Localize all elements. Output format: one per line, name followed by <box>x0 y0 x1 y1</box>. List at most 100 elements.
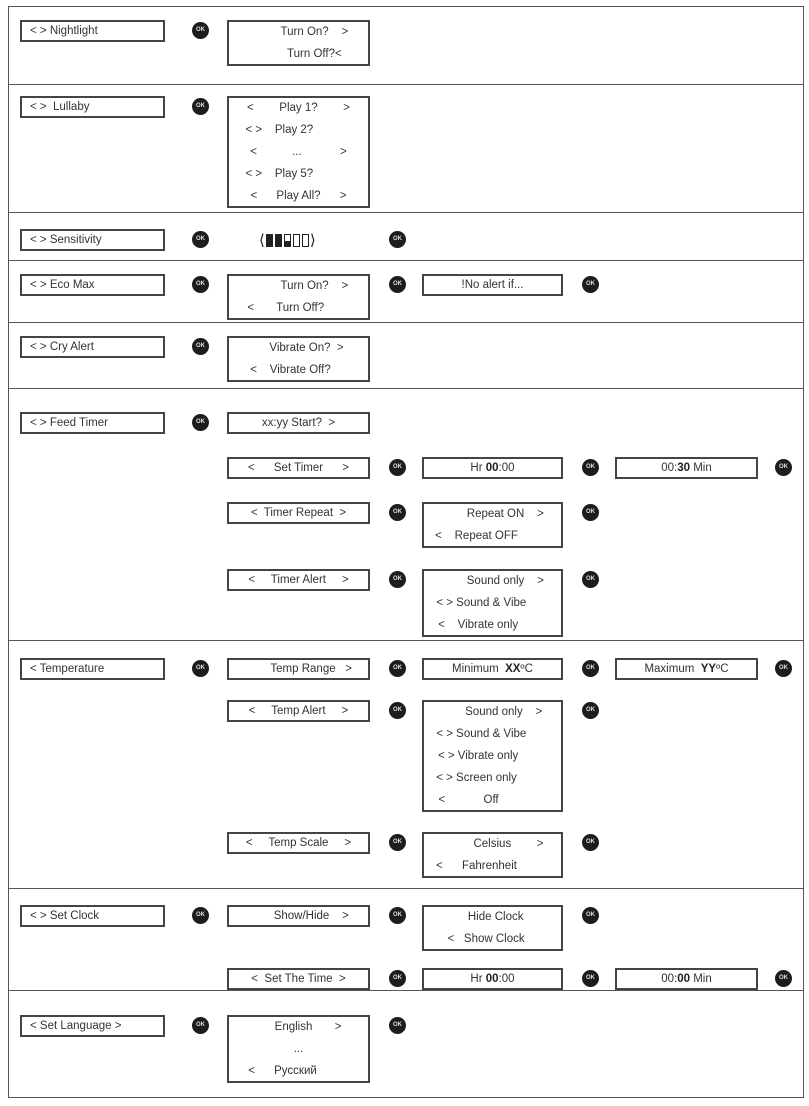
menu-option-line: < Temp Alert > <box>248 705 349 717</box>
menu-option-line: < > Cry Alert <box>30 341 94 353</box>
menu-option-box[interactable]: < Timer Alert > <box>227 569 370 591</box>
menu-option-line: < > Play 2? <box>245 124 352 136</box>
value-pre: 00: <box>661 462 678 474</box>
ok-button-icon[interactable]: OK <box>389 231 406 248</box>
menu-option-line: < > Vibrate only <box>437 750 548 762</box>
menu-option-box[interactable]: !No alert if... <box>422 274 563 296</box>
main-menu-item[interactable]: < > Set Clock <box>20 905 165 927</box>
menu-option-line: Hide Clock <box>451 911 534 923</box>
menu-option-box[interactable]: Show/Hide > <box>227 905 370 927</box>
ok-button-icon[interactable]: OK <box>582 834 599 851</box>
menu-option-box[interactable]: Celsius > < Fahrenheit <box>422 832 563 878</box>
menu-option-box[interactable]: < Set Timer > <box>227 457 370 479</box>
value-bold: 00 <box>677 973 691 985</box>
ok-button-icon[interactable]: OK <box>389 702 406 719</box>
menu-option-line: < > Lullaby <box>30 101 90 113</box>
ok-button-icon[interactable]: OK <box>389 276 406 293</box>
menu-option-line: Hr 00:00 <box>424 970 561 988</box>
menu-option-box[interactable]: < Timer Repeat > <box>227 502 370 524</box>
ok-button-icon[interactable]: OK <box>192 414 209 431</box>
main-menu-item[interactable]: < Temperature <box>20 658 165 680</box>
main-menu-item[interactable]: < > Eco Max <box>20 274 165 296</box>
ok-button-icon[interactable]: OK <box>192 1017 209 1034</box>
main-menu-item[interactable]: < > Nightlight <box>20 20 165 42</box>
menu-option-box[interactable]: Turn On? > Turn Off?< <box>227 20 370 66</box>
level-segment <box>274 233 282 247</box>
menu-option-box[interactable]: Minimum XXºC <box>422 658 563 680</box>
menu-option-box[interactable]: Hide Clock < Show Clock <box>422 905 563 951</box>
main-menu-item[interactable]: < > Lullaby <box>20 96 165 118</box>
ok-button-icon[interactable]: OK <box>582 970 599 987</box>
sensitivity-level-indicator[interactable]: ⟨⟩ <box>259 230 316 250</box>
ok-button-icon[interactable]: OK <box>389 834 406 851</box>
ok-button-icon[interactable]: OK <box>582 571 599 588</box>
section-divider <box>8 640 804 641</box>
ok-button-icon[interactable]: OK <box>389 1017 406 1034</box>
menu-option-box[interactable]: Vibrate On? >< Vibrate Off? <box>227 336 370 382</box>
menu-option-line: < > Set Clock <box>30 910 100 922</box>
ok-button-icon[interactable]: OK <box>389 660 406 677</box>
main-menu-item[interactable]: < > Cry Alert <box>20 336 165 358</box>
ok-button-icon[interactable]: OK <box>389 571 406 588</box>
ok-button-icon[interactable]: OK <box>389 907 406 924</box>
value-bold: XX <box>505 663 521 675</box>
ok-button-icon[interactable]: OK <box>192 907 209 924</box>
menu-option-box[interactable]: < Temp Alert > <box>227 700 370 722</box>
ok-button-icon[interactable]: OK <box>775 970 792 987</box>
ok-button-icon[interactable]: OK <box>192 98 209 115</box>
ok-button-icon[interactable]: OK <box>582 276 599 293</box>
ok-button-icon[interactable]: OK <box>389 459 406 476</box>
value-post: Min <box>690 973 712 985</box>
main-menu-item[interactable]: < > Feed Timer <box>20 412 165 434</box>
ok-button-icon[interactable]: OK <box>192 660 209 677</box>
level-segment <box>292 233 300 247</box>
menu-option-box[interactable]: Sound only >< > Sound & Vibe < Vibrate o… <box>422 569 563 637</box>
ok-button-icon[interactable]: OK <box>389 504 406 521</box>
value-bold: 00 <box>485 973 499 985</box>
menu-option-box[interactable]: Repeat ON >< Repeat OFF <box>422 502 563 548</box>
menu-option-line: Turn On? > <box>248 26 349 38</box>
menu-option-line: Maximum YYºC <box>617 660 756 678</box>
menu-option-box[interactable]: < Play 1? >< > Play 2? < ... >< > Play 5… <box>227 96 370 208</box>
menu-option-box[interactable]: < Set The Time > <box>227 968 370 990</box>
ok-button-icon[interactable]: OK <box>775 660 792 677</box>
menu-option-line: < Show Clock <box>447 933 538 945</box>
ok-button-icon[interactable]: OK <box>192 276 209 293</box>
section-divider <box>8 84 804 85</box>
menu-option-box[interactable]: Hr 00:00 <box>422 968 563 990</box>
menu-option-line: < Fahrenheit <box>436 860 549 872</box>
menu-option-line: Celsius > <box>441 838 544 850</box>
menu-option-line: Sound only > <box>441 575 544 587</box>
ok-button-icon[interactable]: OK <box>582 459 599 476</box>
ok-button-icon[interactable]: OK <box>582 702 599 719</box>
menu-option-box[interactable]: < Temp Scale > <box>227 832 370 854</box>
section-divider <box>8 322 804 323</box>
main-menu-item[interactable]: < > Sensitivity <box>20 229 165 251</box>
menu-option-box[interactable]: Maximum YYºC <box>615 658 758 680</box>
ok-button-icon[interactable]: OK <box>582 660 599 677</box>
menu-option-box[interactable]: English >...< Русский <box>227 1015 370 1083</box>
ok-button-icon[interactable]: OK <box>192 22 209 39</box>
menu-option-box[interactable]: xx:yy Start? > <box>227 412 370 434</box>
menu-option-line: < Temperature <box>30 663 105 675</box>
menu-option-box[interactable]: Sound only >< > Sound & Vibe < > Vibrate… <box>422 700 563 812</box>
ok-button-icon[interactable]: OK <box>775 459 792 476</box>
menu-option-line: < > Play 5? <box>245 168 352 180</box>
main-menu-item[interactable]: < Set Language > <box>20 1015 165 1037</box>
section-divider <box>8 388 804 389</box>
menu-option-box[interactable]: Hr 00:00 <box>422 457 563 479</box>
chevron-right-icon: ⟩ <box>309 232 316 249</box>
value-pre: 00: <box>661 973 678 985</box>
menu-option-box[interactable]: Temp Range > <box>227 658 370 680</box>
ok-button-icon[interactable]: OK <box>192 338 209 355</box>
ok-button-icon[interactable]: OK <box>389 970 406 987</box>
menu-option-line: < Play 1? > <box>247 102 350 114</box>
value-post: :00 <box>498 462 515 474</box>
ok-button-icon[interactable]: OK <box>192 231 209 248</box>
ok-button-icon[interactable]: OK <box>582 907 599 924</box>
menu-option-box[interactable]: 00:30 Min <box>615 457 758 479</box>
menu-option-box[interactable]: Turn On? >< Turn Off? <box>227 274 370 320</box>
menu-option-line: < Repeat OFF <box>435 530 550 542</box>
menu-option-box[interactable]: 00:00 Min <box>615 968 758 990</box>
ok-button-icon[interactable]: OK <box>582 504 599 521</box>
